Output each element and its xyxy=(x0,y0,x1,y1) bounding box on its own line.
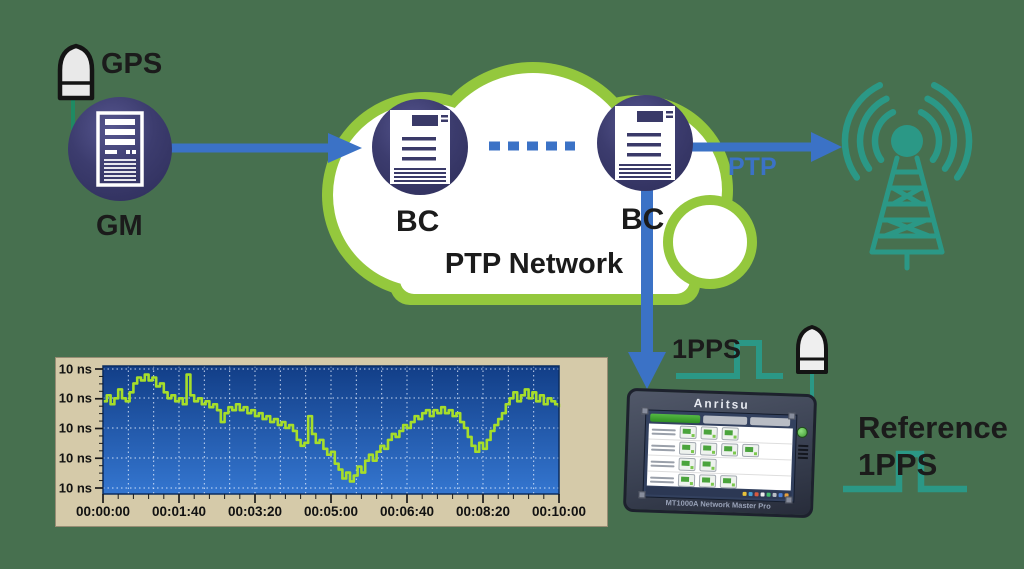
gm-label: GM xyxy=(96,210,143,242)
analyzer-device: Anritsu MT1000A Network Master Pro xyxy=(622,387,818,519)
cloud-bump xyxy=(663,195,757,289)
x-tick-label: 00:03:20 xyxy=(228,504,282,519)
bezel-screw xyxy=(788,412,796,420)
screen-tab-selected xyxy=(650,413,701,424)
taskbar-icon xyxy=(748,492,753,497)
speaker-grille xyxy=(797,444,809,461)
taskbar-icon xyxy=(754,492,759,497)
server-tower-icon xyxy=(96,111,144,187)
chart-plot: 10 ns 10 ns 10 ns 10 ns 10 ns 00:00:00 00:01:4… xyxy=(59,362,586,520)
chart-axis-ticks xyxy=(95,368,560,503)
gps-label: GPS xyxy=(101,48,163,80)
chart-trace xyxy=(103,373,561,483)
screen-tab xyxy=(749,417,791,427)
reference-pulse-icon xyxy=(843,450,967,493)
taskbar-icon xyxy=(760,492,765,497)
app-icon xyxy=(700,426,718,440)
screen-app-grid xyxy=(646,423,793,491)
gm-node xyxy=(68,97,172,201)
taskbar-icon xyxy=(742,491,747,496)
bc-right-label: BC xyxy=(621,203,665,236)
taskbar-icon xyxy=(766,492,771,497)
app-icon xyxy=(741,443,760,458)
chart-trace-line xyxy=(103,373,561,483)
app-icon xyxy=(699,458,717,472)
reference-label-line2: 1PPS xyxy=(858,447,938,482)
app-icon xyxy=(699,442,718,456)
app-icon xyxy=(677,473,696,488)
chart-axis-labels: 10 ns 10 ns 10 ns 10 ns 10 ns 00:00:00 00:01:4… xyxy=(59,362,586,520)
server-icon xyxy=(615,106,675,180)
bc-left-label: BC xyxy=(396,205,440,238)
x-tick-label: 00:00:00 xyxy=(76,504,130,519)
gps-antenna-icon xyxy=(57,43,95,101)
pps-label: 1PPS xyxy=(672,334,742,364)
cell-tower-icon xyxy=(841,82,973,271)
taskbar-icon xyxy=(772,492,777,497)
app-icon xyxy=(719,475,738,489)
y-tick-label: 10 ns xyxy=(59,362,92,377)
y-tick-label: 10 ns xyxy=(59,421,92,436)
reference-label: Reference 1PPS xyxy=(858,409,1008,483)
screen-row-label xyxy=(651,444,676,451)
y-tick-label: 10 ns xyxy=(59,481,92,496)
app-icon xyxy=(721,427,739,441)
screen-row-label xyxy=(649,476,675,483)
x-tick-label: 00:01:40 xyxy=(152,504,206,519)
screen-row-label xyxy=(651,428,676,435)
server-icon xyxy=(390,110,450,184)
app-icon xyxy=(678,441,697,456)
flow-arrow-bc-to-analyzer xyxy=(628,190,666,389)
app-icon xyxy=(698,474,717,488)
y-tick-label: 10 ns xyxy=(59,391,92,406)
flow-arrow-bc-to-tower xyxy=(692,132,842,162)
cloud-label: PTP Network xyxy=(444,248,624,280)
app-icon xyxy=(679,425,697,440)
time-error-chart: 10 ns 10 ns 10 ns 10 ns 10 ns 00:00:00 00:01:4… xyxy=(55,357,608,527)
power-led xyxy=(796,426,808,439)
y-tick-label: 10 ns xyxy=(59,451,92,466)
x-tick-label: 00:06:40 xyxy=(380,504,434,519)
x-tick-label: 00:10:00 xyxy=(532,504,586,519)
app-icon xyxy=(720,443,739,457)
app-icon xyxy=(678,457,696,472)
bc-left-node xyxy=(372,99,468,195)
reference-label-line1: Reference xyxy=(858,410,1008,445)
screen-row-label xyxy=(650,460,675,467)
taskbar-icon xyxy=(778,493,783,498)
screen-tab xyxy=(703,415,748,425)
pps-pulse-icon xyxy=(676,340,783,379)
bezel-screw xyxy=(641,407,649,415)
x-tick-label: 00:08:20 xyxy=(456,504,510,519)
bc-right-node xyxy=(597,95,693,191)
x-tick-label: 00:05:00 xyxy=(304,504,358,519)
gps-antenna-icon-2 xyxy=(796,325,828,400)
chart-gridlines xyxy=(103,366,559,494)
device-screen xyxy=(642,409,798,503)
ptp-label: PTP xyxy=(728,153,777,181)
flow-arrow-gm-to-bc xyxy=(170,133,362,163)
